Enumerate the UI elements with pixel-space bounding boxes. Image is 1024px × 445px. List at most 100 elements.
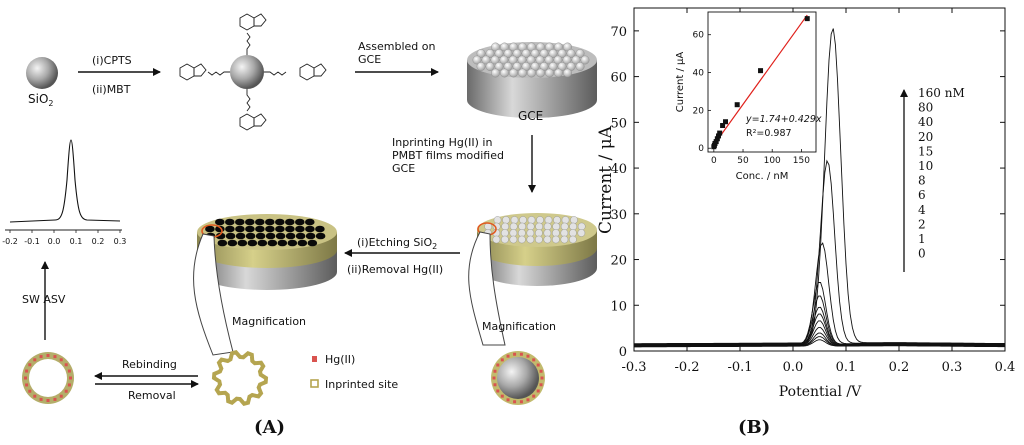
imprint-hole (245, 225, 255, 233)
inset-x-tick-label: 50 (737, 156, 749, 166)
x-tick-label: 0.4 (995, 360, 1016, 375)
imprint-hole (275, 225, 285, 233)
embedded-bead (543, 229, 552, 237)
embedded-bead (569, 229, 577, 237)
imprint-hole (225, 225, 235, 233)
imprint-label-line2: PMBT films modified (392, 149, 504, 162)
magnification-label-right: Magnification (482, 320, 556, 333)
silica-bead (563, 68, 572, 78)
imprint-hole (294, 218, 305, 226)
embedded-bead (519, 216, 527, 224)
hg-ion (493, 383, 497, 387)
x-axis-label: Potential /V (779, 384, 862, 400)
hg-ion (506, 398, 510, 402)
imprint-hole (244, 218, 255, 226)
embedded-bead (569, 222, 577, 231)
legend-site-swatch (310, 379, 319, 388)
hg-ion (506, 354, 510, 358)
inset-r2: R²=0.987 (746, 128, 792, 139)
magnification-funnel-left (193, 233, 234, 356)
inset-data-point (713, 139, 719, 145)
inset-data-point (716, 133, 722, 139)
inset-y-label: Current / μA (675, 52, 686, 113)
silica-bead (476, 49, 486, 58)
hg-ion (69, 376, 72, 380)
inset-data-point (804, 16, 810, 22)
y-tick-label: 40 (610, 162, 627, 177)
mini-tick-label: -0.2 (2, 237, 18, 246)
imprint-hole (245, 232, 256, 240)
embedded-bead (569, 235, 577, 244)
hg-ion (64, 389, 68, 393)
imprint-hole (274, 218, 285, 226)
sio2-sphere (26, 57, 58, 89)
inset-x-tick-label: 150 (793, 156, 810, 166)
silica-bead (575, 62, 585, 71)
concentration-label: 80 (918, 101, 933, 115)
silica-bead (499, 55, 509, 65)
functionalized-sphere (179, 13, 327, 131)
x-tick-label: 0.2 (889, 360, 910, 375)
silica-bead (545, 68, 554, 78)
hg-ion (536, 363, 540, 367)
imprint-hole (304, 218, 315, 226)
embedded-bead (502, 216, 510, 224)
hg-ion (33, 358, 37, 362)
embedded-bead (577, 222, 586, 231)
embedded-bead (518, 222, 526, 231)
inset-data-point (717, 130, 723, 136)
silica-bead (490, 55, 500, 65)
embedded-bead (526, 229, 535, 237)
embedded-bead (552, 229, 560, 237)
silica-bead (554, 68, 563, 78)
silica-bead (557, 49, 567, 58)
y-tick-label: 10 (610, 299, 627, 314)
mini-tick-label: 0.0 (48, 237, 61, 246)
inset-y-tick-label: 40 (693, 69, 705, 79)
inset-x-label: Conc. / nM (736, 171, 789, 182)
imprint-hole (277, 239, 288, 247)
hg-ion (526, 354, 530, 358)
embedded-bead (510, 216, 519, 224)
imprint-hole (254, 218, 265, 226)
hg-ion (39, 397, 43, 401)
silica-bead (481, 55, 491, 65)
imprint-hole (215, 232, 226, 240)
hg-ion (25, 369, 29, 373)
imprint-hole (315, 225, 325, 233)
hg-ion (532, 358, 536, 362)
etch-label: (i)Etching SiO2 (357, 236, 437, 251)
hg-ion (500, 394, 504, 398)
main-curves (633, 28, 1006, 348)
imprint-label-line1: Inprinting Hg(II) in (392, 136, 492, 149)
panel-b-label: (B) (738, 417, 770, 438)
imprint-hole (247, 239, 258, 247)
silica-bead (494, 49, 504, 58)
imprint-hole (255, 232, 266, 240)
hg-ion (53, 397, 57, 401)
silica-bead (535, 55, 545, 65)
chart-frame (633, 7, 1006, 352)
mini-tick-label: 0.1 (70, 237, 83, 246)
silica-bead (503, 49, 513, 58)
x-tick-label: -0.1 (727, 360, 752, 375)
curve-series-0 (634, 339, 1005, 348)
hg-ion (59, 394, 63, 398)
film-bead-layer (484, 216, 586, 244)
concentration-label: 4 (918, 203, 926, 217)
legend-site-label: Inprinted site (325, 378, 398, 391)
concentration-label: 0 (918, 247, 926, 261)
silica-bead-layer (472, 42, 590, 78)
gce-electrode: GCE (467, 42, 597, 123)
embedded-bead (560, 222, 569, 231)
embedded-bead (543, 222, 552, 231)
silica-bead (485, 62, 495, 71)
embedded-bead (501, 229, 509, 237)
concentration-label: 8 (918, 174, 926, 188)
y-tick-label: 70 (610, 25, 627, 40)
silica-bead (517, 55, 527, 65)
embedded-bead (543, 235, 552, 244)
gce-label: GCE (518, 109, 543, 123)
hg-ion (492, 376, 496, 380)
